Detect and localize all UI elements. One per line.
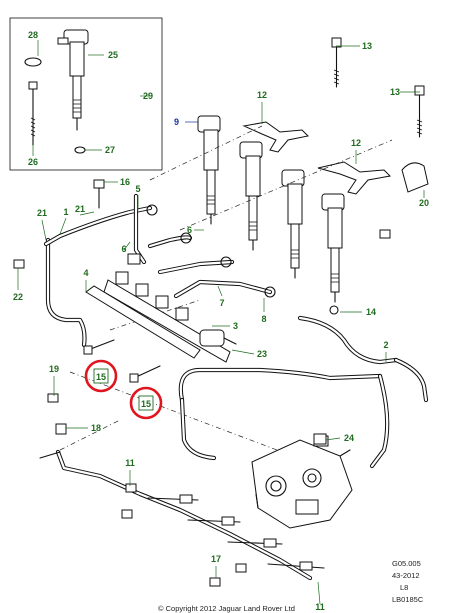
callout-17: 17 bbox=[211, 554, 221, 564]
small-fittings bbox=[13, 179, 391, 587]
inset-o-ring bbox=[74, 146, 86, 154]
injector-3 bbox=[281, 169, 305, 279]
callout-13-top: 13 bbox=[362, 41, 372, 51]
fuel-hoses bbox=[178, 315, 429, 469]
callout-15-upper: 15 bbox=[96, 372, 106, 382]
callout-6-right: 6 bbox=[187, 225, 192, 235]
callout-11: 11 bbox=[315, 602, 325, 612]
callout-3: 3 bbox=[233, 321, 238, 331]
callout-10: 11 bbox=[125, 458, 135, 468]
callout-5: 5 bbox=[135, 184, 140, 194]
callout-12-left: 12 bbox=[257, 90, 267, 100]
callout-18: 18 bbox=[91, 423, 101, 433]
injector-clamps bbox=[242, 121, 392, 195]
injector-4 bbox=[321, 193, 345, 303]
callout-19: 19 bbox=[49, 364, 59, 374]
high-pressure-pipes bbox=[43, 193, 273, 348]
injector-2 bbox=[239, 141, 263, 251]
callout-4: 4 bbox=[83, 268, 88, 278]
high-pressure-pump bbox=[251, 435, 353, 529]
injector-1 bbox=[197, 115, 221, 225]
drawing-model: L8 bbox=[400, 583, 408, 592]
fuel-rail bbox=[103, 253, 237, 363]
leader-lines bbox=[17, 40, 425, 605]
callout-21-left: 21 bbox=[37, 208, 47, 218]
clamp-bolts bbox=[331, 37, 425, 138]
callout-16: 16 bbox=[120, 177, 130, 187]
callout-1: 1 bbox=[63, 207, 68, 217]
callout-26: 26 bbox=[28, 157, 38, 167]
glow-plugs bbox=[147, 494, 325, 571]
callout-20: 20 bbox=[419, 198, 429, 208]
callout-7: 7 bbox=[219, 298, 224, 308]
callout-24: 24 bbox=[344, 433, 354, 443]
callout-28: 28 bbox=[28, 30, 38, 40]
glow-plug-harness bbox=[39, 423, 313, 581]
highlighted-callout-15-lower: 15 bbox=[129, 386, 163, 420]
callout-6-left: 6 bbox=[121, 244, 126, 254]
highlight-ring bbox=[129, 386, 163, 420]
inset-clamp-bolt bbox=[28, 81, 38, 146]
mounting-bracket bbox=[401, 162, 429, 193]
inset-frame bbox=[9, 17, 163, 171]
callout-21-right: 21 bbox=[75, 204, 85, 214]
callout-29: 29 bbox=[143, 91, 153, 101]
callout-27: 27 bbox=[105, 145, 115, 155]
highlight-ring bbox=[84, 359, 118, 393]
callout-23: 23 bbox=[257, 349, 267, 359]
main-injectors bbox=[197, 115, 345, 303]
callout-labels: 28 25 29 26 27 13 13 9 12 12 16 5 20 21 … bbox=[13, 30, 429, 612]
callout-9: 9 bbox=[174, 117, 179, 127]
copyright-notice: © Copyright 2012 Jaguar Land Rover Ltd bbox=[158, 604, 295, 613]
callout-2: 2 bbox=[383, 340, 388, 350]
drawing-id: LB0185C bbox=[392, 595, 424, 604]
callout-15-lower: 15 bbox=[141, 399, 151, 409]
drawing-date: 43-2012 bbox=[392, 571, 420, 580]
callout-14: 14 bbox=[366, 307, 376, 317]
drawing-reference: G05.005 43-2012 L8 LB0185C bbox=[392, 559, 424, 604]
rail-bolts bbox=[83, 339, 161, 383]
inset-injector bbox=[57, 29, 89, 131]
callout-8: 8 bbox=[261, 314, 266, 324]
callout-12-right: 12 bbox=[351, 138, 361, 148]
callout-22: 22 bbox=[13, 292, 23, 302]
callout-13-right: 13 bbox=[390, 87, 400, 97]
drawing-code: G05.005 bbox=[392, 559, 421, 568]
injector-detail-inset bbox=[9, 17, 163, 171]
rail-bracket bbox=[85, 285, 201, 359]
injector-seal-washer bbox=[24, 57, 42, 67]
highlighted-callout-15-upper: 15 bbox=[84, 359, 118, 393]
callout-25: 25 bbox=[108, 50, 118, 60]
